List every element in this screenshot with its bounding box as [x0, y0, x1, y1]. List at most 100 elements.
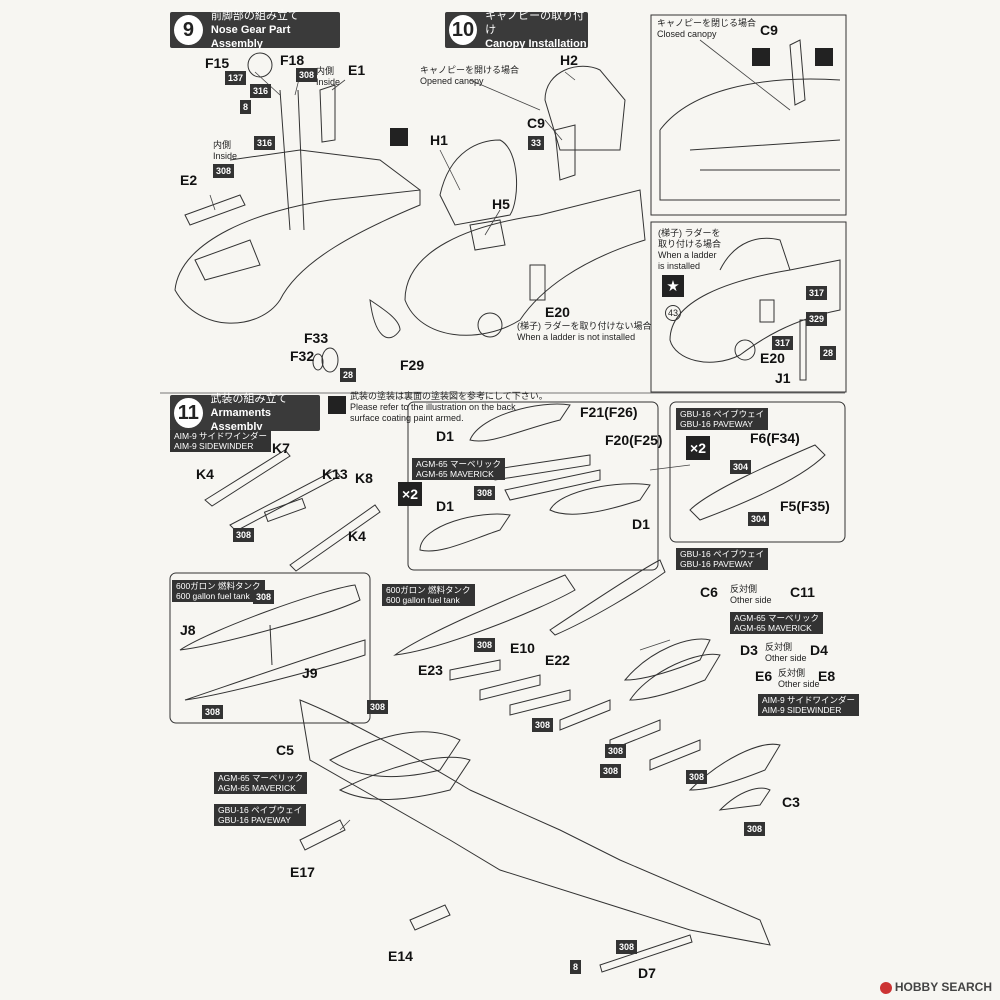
brush-icon-b: [815, 48, 833, 66]
part-d7-shape: [599, 934, 693, 973]
part-e17: E17: [290, 864, 315, 880]
step-10-title-en: Canopy Installation: [485, 38, 587, 50]
part-e14: E14: [388, 948, 413, 964]
tank-upper: [179, 584, 361, 651]
part-d1-b: D1: [436, 498, 454, 514]
part-e2-shape: [184, 194, 246, 226]
part-k4-b: K4: [348, 528, 366, 544]
part-k4-a: K4: [196, 466, 214, 482]
paint-304-a: 304: [730, 460, 752, 474]
part-j1: J1: [775, 370, 791, 386]
paint-8: 8: [240, 100, 252, 114]
tank-lower: [184, 639, 366, 701]
part-k13: K13: [322, 466, 348, 482]
paint-308-j: 308: [605, 744, 627, 758]
step-11-number: 11: [174, 398, 203, 428]
watermark: HOBBY SEARCH: [879, 980, 992, 994]
note-armament-paint: 武装の塗装は裏面の塗装図を参考にして下さい。Please refer to th…: [350, 391, 548, 423]
part-e23: E23: [418, 662, 443, 678]
paint-308-a: 308: [296, 68, 318, 82]
paint-308-b: 308: [213, 164, 235, 178]
part-f29: F29: [400, 357, 425, 373]
part-h5: H5: [492, 196, 510, 212]
part-f21: F21(F26): [580, 404, 638, 420]
brush-icon-a: [752, 48, 770, 66]
part-c9-shape: [554, 124, 576, 181]
aim9-upper: [204, 449, 291, 507]
nose-wheel: [247, 52, 273, 78]
part-d1-a: D1: [436, 428, 454, 444]
part-f29-shape: [369, 298, 401, 339]
fuel-tank-frame: [169, 572, 371, 724]
paint-137: 137: [225, 71, 247, 85]
part-h2-canopy: [544, 65, 626, 151]
paint-8-b: 8: [570, 960, 582, 974]
part-c9-closed: C9: [760, 22, 778, 38]
part-c6: C6: [700, 584, 718, 600]
star-icon: ★: [662, 275, 684, 297]
part-k8: K8: [355, 470, 373, 486]
part-j9: J9: [302, 665, 318, 681]
paint-317-a: 317: [806, 286, 828, 300]
part-e1: E1: [348, 62, 366, 78]
part-f15: F15: [205, 55, 230, 71]
paint-308-d: 308: [474, 486, 496, 500]
step-9-title-jp: 前脚部の組み立て: [210, 10, 299, 22]
part-d7: D7: [638, 965, 656, 981]
paint-308-e: 308: [253, 590, 275, 604]
part-h2: H2: [560, 52, 578, 68]
part-e20-ladder: E20: [760, 350, 785, 366]
paint-308-f: 308: [202, 705, 224, 719]
step-10-title-jp: キャノピーの取り付け: [485, 10, 585, 36]
paint-308-i: 308: [367, 700, 389, 714]
step-10-number: 10: [449, 15, 478, 45]
paint-brush-icon: [328, 396, 346, 414]
maverick-top: [469, 403, 571, 442]
step-11-title-jp: 武装の組み立て: [210, 393, 288, 405]
part-c11: C11: [790, 584, 815, 600]
part-e10: E10: [510, 640, 535, 656]
part-e20: E20: [545, 304, 570, 320]
paint-33: 33: [528, 136, 545, 150]
multiplier-x2-b: ×2: [686, 436, 710, 460]
closed-canopy-frame: [650, 14, 847, 216]
part-e6: E6: [755, 668, 773, 684]
part-e8: E8: [818, 668, 836, 684]
part-f6: F6(F34): [750, 430, 800, 446]
paint-317-b: 317: [772, 336, 794, 350]
paveway-body: [689, 444, 826, 521]
part-k7: K7: [272, 440, 290, 456]
tank-main: [393, 574, 576, 656]
paint-316-a: 316: [250, 84, 272, 98]
paint-308-l: 308: [686, 770, 708, 784]
part-d3: D3: [740, 642, 758, 658]
ladder-frame: [650, 221, 847, 393]
step-10-header: 10 キャノピーの取り付け Canopy Installation: [445, 10, 588, 50]
part-e1-shape: [319, 84, 336, 143]
part-c9: C9: [527, 115, 545, 131]
step-9-title-en: Nose Gear Part Assembly: [210, 24, 291, 50]
nose-fuselage-10: [404, 189, 646, 336]
paint-308-h: 308: [532, 718, 554, 732]
paint-316-b: 316: [254, 136, 276, 150]
hobby-search-logo-icon: [879, 981, 892, 994]
part-d4: D4: [810, 642, 828, 658]
part-e22: E22: [545, 652, 570, 668]
